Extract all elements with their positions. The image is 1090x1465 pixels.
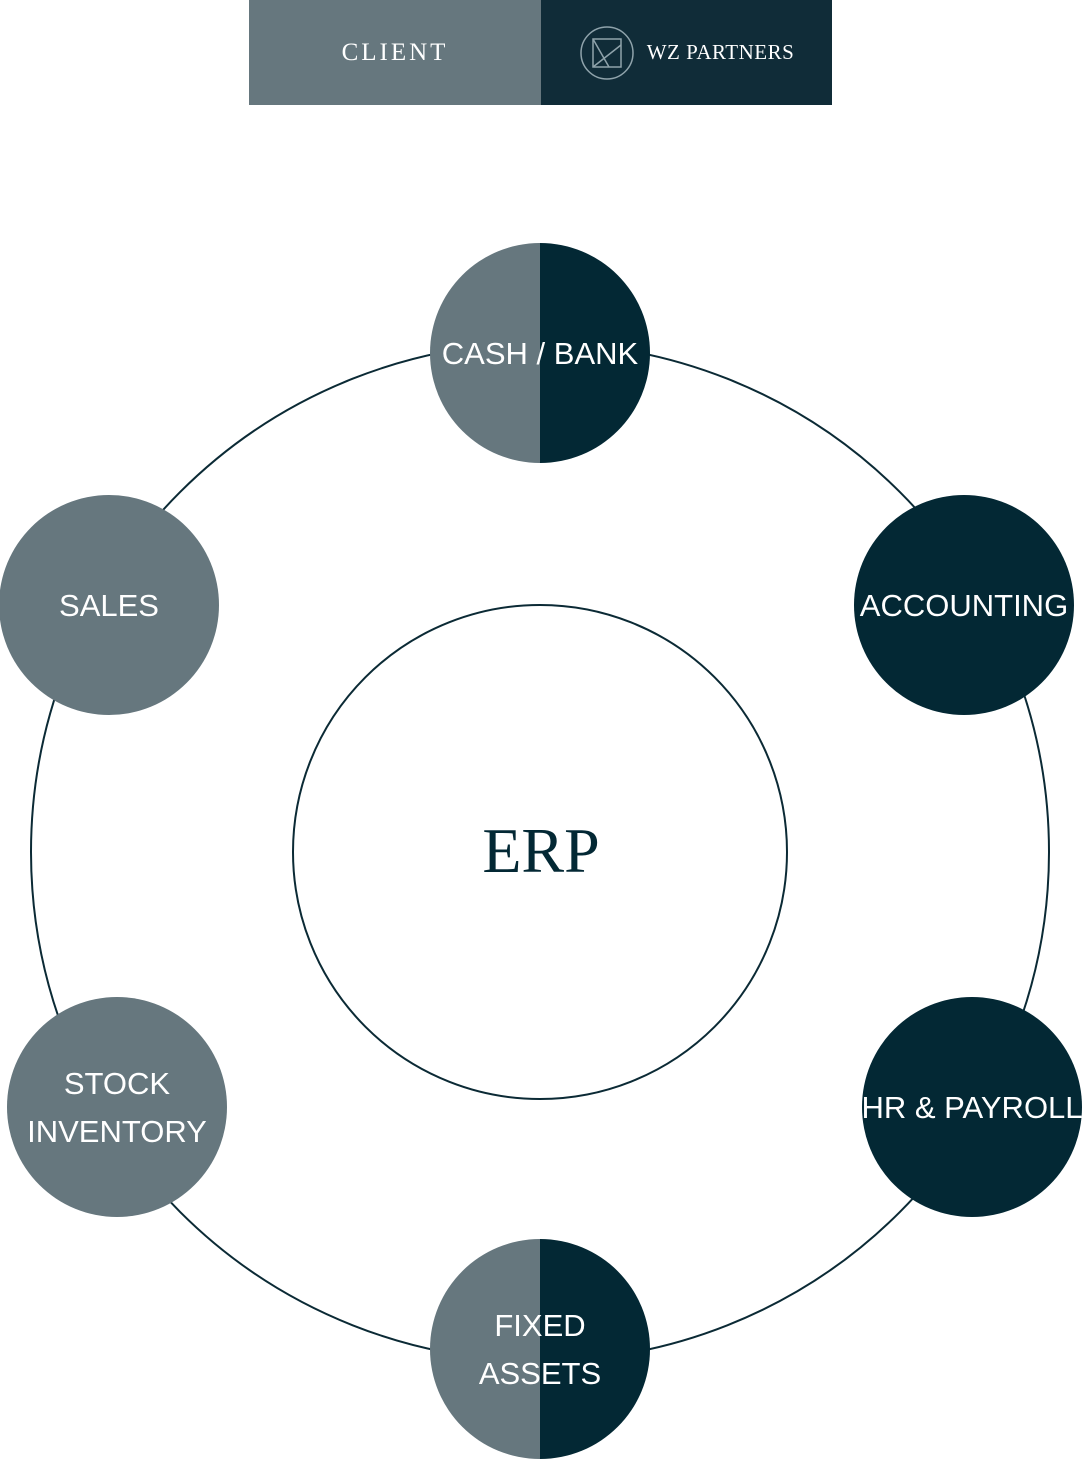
module-node-label: ACCOUNTING	[860, 588, 1068, 623]
module-node-label: ASSETS	[479, 1356, 601, 1391]
partner-legend: WZ PARTNERS	[541, 0, 832, 105]
legend-header: CLIENT WZ PARTNERS	[249, 0, 832, 105]
module-node-label: INVENTORY	[27, 1114, 207, 1149]
module-node-label: STOCK	[64, 1066, 171, 1101]
module-node-circle	[854, 495, 1074, 715]
module-node-hr-payroll: HR & PAYROLL	[861, 997, 1083, 1217]
module-node-cash-bank: CASH / BANK	[430, 243, 650, 463]
module-node-circle	[862, 997, 1082, 1217]
module-node-circle	[7, 997, 227, 1217]
module-node-sales: SALES	[0, 495, 219, 715]
erp-center-label: ERP	[482, 815, 599, 886]
module-node-partner-half	[540, 1239, 650, 1459]
module-node-client-half	[430, 1239, 540, 1459]
module-node-label: HR & PAYROLL	[861, 1090, 1082, 1125]
module-node-label: CASH / BANK	[442, 336, 639, 371]
partner-legend-label: WZ PARTNERS	[646, 40, 795, 64]
client-legend-label: CLIENT	[341, 38, 449, 66]
wz-partners-logo-icon	[579, 25, 635, 81]
module-node-fixed-assets: FIXED ASSETS	[430, 1239, 650, 1459]
module-node-accounting: ACCOUNTING	[854, 495, 1074, 715]
module-node-stock-inventory: STOCK INVENTORY	[7, 997, 227, 1217]
client-legend: CLIENT	[249, 0, 541, 105]
erp-center-circle	[292, 604, 788, 1100]
module-node-label: SALES	[59, 588, 159, 623]
module-node-circle	[0, 495, 219, 715]
module-node-label: FIXED	[494, 1308, 585, 1343]
